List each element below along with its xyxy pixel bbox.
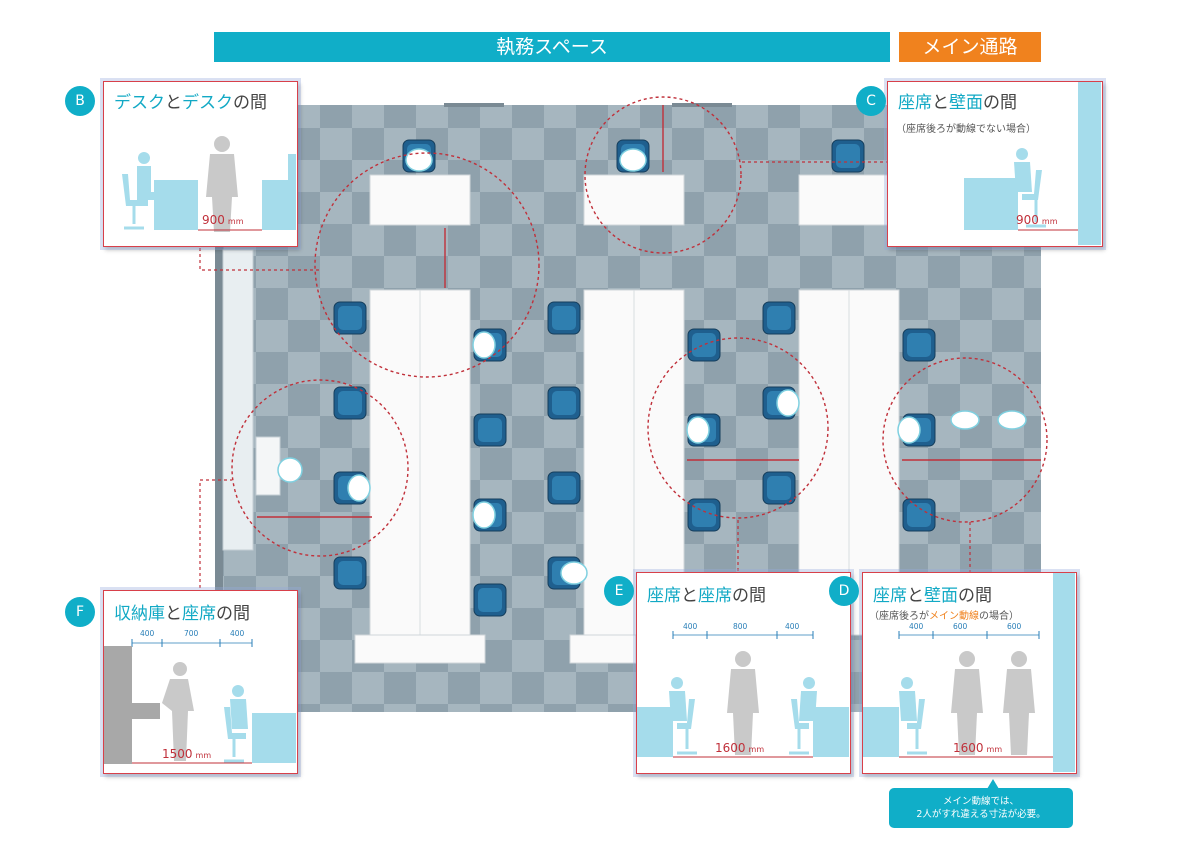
- badge-d: D: [829, 576, 859, 606]
- note-line-1: メイン動線では、: [942, 796, 1019, 807]
- panel-b-title-3: デスク: [182, 93, 233, 113]
- panel-f-title-4: の間: [216, 604, 250, 624]
- panel-f-title-1: 収納庫: [114, 604, 165, 624]
- highlight-circles: [231, 96, 1048, 557]
- illustration-seat-to-seat: [637, 631, 849, 758]
- plan-dimension-lines: [257, 105, 1041, 518]
- illustration-storage-to-seat: [104, 639, 296, 764]
- note-callout: メイン動線では、 2人がすれ違える寸法が必要。: [889, 788, 1073, 828]
- storage-cabinet-column: [222, 249, 254, 551]
- panel-e-title-1: 座席: [647, 586, 681, 606]
- panel-e-dim-1: 400: [683, 622, 698, 631]
- panel-c-subtitle: （座席後ろが動線でない場合）: [896, 124, 1036, 135]
- illustration-seat-to-wall: [964, 82, 1101, 245]
- badge-f: F: [65, 597, 95, 627]
- panel-e-dim-3: 400: [785, 622, 800, 631]
- panel-e-title-3: 座席: [698, 586, 732, 606]
- panel-d-dim-1: 400: [909, 622, 924, 631]
- panel-d-dim-3: 600: [1007, 622, 1022, 631]
- desk: [798, 174, 900, 226]
- panel-f-title-3: 座席: [182, 604, 216, 624]
- panel-c-title-1: 座席: [898, 93, 932, 113]
- panel-e-title-4: の間: [732, 586, 766, 606]
- desk: [583, 174, 685, 226]
- panel-f-title-2: と: [165, 604, 182, 624]
- badge-c: C: [856, 86, 886, 116]
- illustration-seat-to-wall-main-aisle: [863, 573, 1075, 772]
- window-wall: [215, 105, 223, 712]
- work-space-label: 執務スペース: [214, 32, 890, 62]
- note-callout-tail: [987, 779, 999, 789]
- panel-c-title-2: と: [932, 93, 949, 113]
- main-aisle-label: メイン通路: [899, 32, 1041, 62]
- panel-d-subtitle-b: メイン動線: [929, 611, 979, 622]
- panel-c-title-3: 壁面: [949, 93, 983, 113]
- badge-e: E: [604, 576, 634, 606]
- panel-e-dim-2: 800: [733, 622, 748, 631]
- desk: [369, 174, 471, 226]
- panel-seat-to-wall-main-aisle: 座席と壁面の間 （座席後ろがメイン動線の場合） 400 600 600 1600…: [862, 572, 1077, 774]
- panel-d-unit: mm: [986, 745, 1003, 754]
- panel-b-title-2: と: [165, 93, 182, 113]
- panel-b-value: 900: [202, 213, 225, 227]
- illustration-desk-to-desk: [122, 136, 296, 232]
- panel-d-title-4: の間: [958, 586, 992, 606]
- panel-b-title-1: デスク: [114, 93, 165, 113]
- panel-d-value: 1600: [953, 741, 984, 755]
- panel-e-title-2: と: [681, 586, 698, 606]
- connector-lines: [199, 161, 971, 594]
- panel-c-value: 900: [1016, 213, 1039, 227]
- panel-d-subtitle-c: の場合）: [979, 611, 1019, 622]
- panel-d-title-3: 壁面: [924, 586, 958, 606]
- panel-f-dim-2: 700: [184, 629, 199, 638]
- desk-column-end: [354, 634, 486, 664]
- panel-e-value: 1600: [715, 741, 746, 755]
- panel-f-dim-1: 400: [140, 629, 155, 638]
- panel-f-dim-3: 400: [230, 629, 245, 638]
- panel-b-unit: mm: [227, 217, 244, 226]
- panel-c-unit: mm: [1041, 217, 1058, 226]
- panel-d-title-1: 座席: [873, 586, 907, 606]
- panel-f-unit: mm: [195, 751, 212, 760]
- badge-b: B: [65, 86, 95, 116]
- panel-f-value: 1500: [162, 747, 193, 761]
- top-wall-mark: [444, 103, 504, 107]
- note-line-2: 2人がすれ違える寸法が必要。: [916, 809, 1046, 820]
- panel-c-title-4: の間: [983, 93, 1017, 113]
- desk-column-end: [569, 634, 637, 664]
- panel-d-title-2: と: [907, 586, 924, 606]
- panel-d-subtitle-a: （座席後ろが: [869, 611, 929, 622]
- panel-b-title-4: の間: [233, 93, 267, 113]
- top-wall-mark: [672, 103, 732, 107]
- storage-cabinet: [255, 436, 281, 496]
- panel-d-dim-2: 600: [953, 622, 968, 631]
- panel-e-unit: mm: [748, 745, 765, 754]
